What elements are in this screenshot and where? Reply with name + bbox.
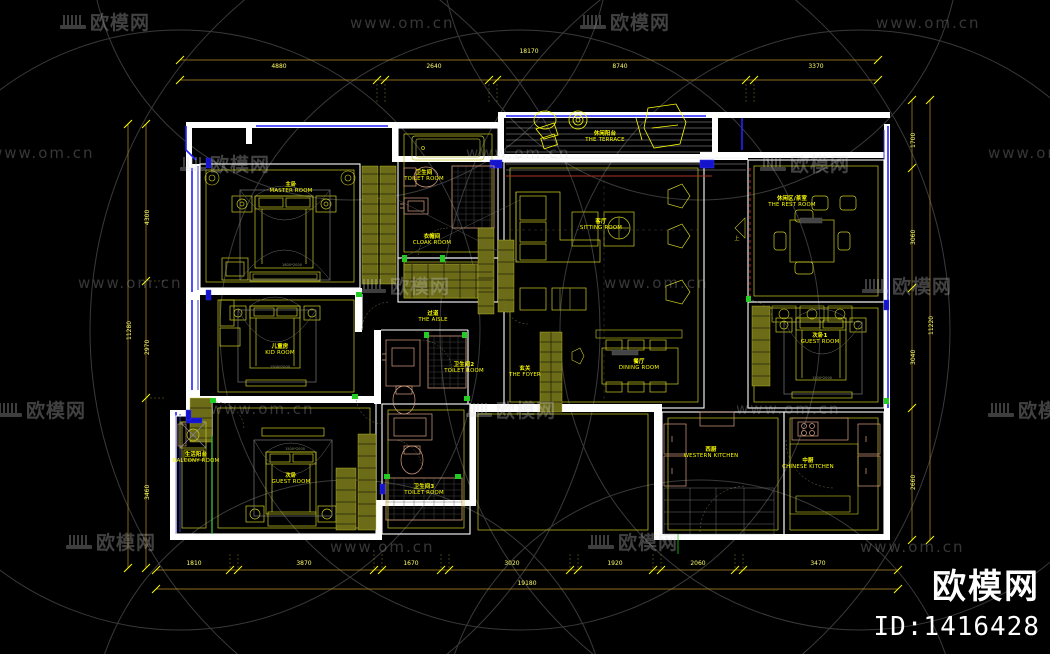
brand-title: 欧模网 bbox=[932, 567, 1040, 607]
bed-size-guest2: 1500*2000 bbox=[284, 447, 306, 451]
dim-bottom-seg-7: 3470 bbox=[810, 560, 826, 567]
room-label-toilet-room-2: 卫生间2 TOILET ROOM bbox=[444, 362, 484, 374]
dim-bottom-seg-5: 1920 bbox=[607, 560, 623, 567]
bed-size-guest1: 1500*2000 bbox=[811, 376, 833, 380]
foyer-cabinet bbox=[539, 331, 585, 413]
dim-left-seg-1: 4300 bbox=[144, 209, 151, 225]
room-label-the-terrace: 休闲阳台 THE TERRACE bbox=[585, 131, 624, 143]
room-label-en: TOILET ROOM bbox=[404, 176, 444, 182]
brand-id: ID:1416428 bbox=[873, 612, 1040, 642]
dim-bottom-seg-6: 2060 bbox=[690, 560, 706, 567]
room-label-toilet-room-1: 卫生间 TOILET ROOM bbox=[404, 170, 444, 182]
bed-size-kid: 1500*2000 bbox=[269, 365, 291, 369]
dim-top-total: 18170 bbox=[519, 48, 539, 55]
dim-bottom-seg-2: 3870 bbox=[296, 560, 312, 567]
room-label-the-aisle: 过道 THE AISLE bbox=[418, 311, 447, 323]
dim-bottom-total: 19180 bbox=[517, 580, 537, 587]
room-label-kid-room: 儿童房 KID ROOM bbox=[265, 344, 294, 356]
room-label-the-rest-room: 休闲区/茶室 THE REST ROOM bbox=[768, 196, 816, 208]
kitchen-fixtures bbox=[663, 411, 881, 554]
room-label-western-kitchen: 西厨 WESTERN KITCHEN bbox=[684, 447, 739, 459]
dim-top-seg-2: 2640 bbox=[426, 63, 442, 70]
room-label-toilet-room-3: 卫生间3 TOILET ROOM bbox=[404, 484, 444, 496]
room-label-en: THE AISLE bbox=[418, 317, 448, 323]
kid-room-furniture bbox=[219, 296, 321, 387]
dim-bottom-seg-1: 1810 bbox=[186, 560, 202, 567]
dim-right-total: 11220 bbox=[928, 315, 935, 335]
room-label-en: THE REST ROOM bbox=[768, 202, 816, 208]
room-label-master-room: 主卧 MASTER ROOM bbox=[269, 182, 312, 194]
room-label-cloak-room: 衣帽间 CLOAK ROOM bbox=[413, 234, 452, 246]
window-glazing bbox=[175, 115, 889, 534]
room-label-en: TOILET ROOM bbox=[404, 490, 444, 496]
dimension-lines bbox=[123, 55, 935, 594]
dim-left-total: 11280 bbox=[126, 320, 133, 340]
room-label-en: GUEST ROOM bbox=[271, 479, 311, 485]
room-label-en: WESTERN KITCHEN bbox=[683, 453, 739, 459]
room-label-the-foyer: 玄关 THE FOYER bbox=[509, 366, 541, 378]
room-label-chinese-kitchen: 中厨 CHINESE KITCHEN bbox=[782, 458, 834, 470]
room-label-en: GUEST ROOM bbox=[800, 339, 840, 345]
room-label-en: CLOAK ROOM bbox=[412, 240, 452, 246]
dim-bottom-seg-4: 3020 bbox=[504, 560, 520, 567]
dim-top-seg-3: 8740 bbox=[612, 63, 628, 70]
dim-right-seg-3: 3040 bbox=[910, 349, 917, 365]
dim-left-seg-3: 3460 bbox=[144, 484, 151, 500]
dim-right-seg-4: 2660 bbox=[910, 474, 917, 490]
room-label-sitting-room: 客厅 SITTING ROOM bbox=[580, 219, 622, 231]
room-label-dining-room: 餐厅 DINING ROOM bbox=[619, 359, 659, 371]
dim-left-seg-2: 2970 bbox=[144, 339, 151, 355]
room-label-en: KID ROOM bbox=[265, 350, 295, 356]
room-label-en: THE FOYER bbox=[509, 372, 541, 378]
dim-right-seg-2: 3060 bbox=[910, 229, 917, 245]
toilet-room-3-fixtures bbox=[335, 413, 463, 531]
room-label-en: THE TERRACE bbox=[585, 137, 625, 143]
dim-top-seg-1: 4880 bbox=[271, 63, 287, 70]
room-label-guest-room-2: 次卧 GUEST ROOM bbox=[272, 473, 311, 485]
dim-top-seg-4: 3370 bbox=[808, 63, 824, 70]
rest-room-furniture bbox=[734, 168, 857, 300]
room-label-en: CHINESE KITCHEN bbox=[782, 464, 834, 470]
room-label-en: SITTING ROOM bbox=[579, 225, 623, 231]
room-label-guest-room-1: 次卧1 GUEST ROOM bbox=[801, 333, 840, 345]
dim-bottom-seg-3: 1670 bbox=[403, 560, 419, 567]
room-label-en: MASTER ROOM bbox=[269, 188, 313, 194]
room-label-en: DINING ROOM bbox=[618, 365, 660, 371]
stair-up-marker: 上 bbox=[734, 236, 740, 242]
room-label-en: TOILET ROOM bbox=[444, 368, 484, 374]
room-label-balcony-room: 生活阳台 BALCONY ROOM bbox=[173, 452, 220, 464]
room-label-en: BALCONY ROOM bbox=[172, 458, 220, 464]
guest-room-right-furniture bbox=[751, 305, 867, 399]
bed-size-master: 1800*2000 bbox=[281, 263, 303, 267]
dim-right-seg-1: 1700 bbox=[910, 132, 917, 148]
